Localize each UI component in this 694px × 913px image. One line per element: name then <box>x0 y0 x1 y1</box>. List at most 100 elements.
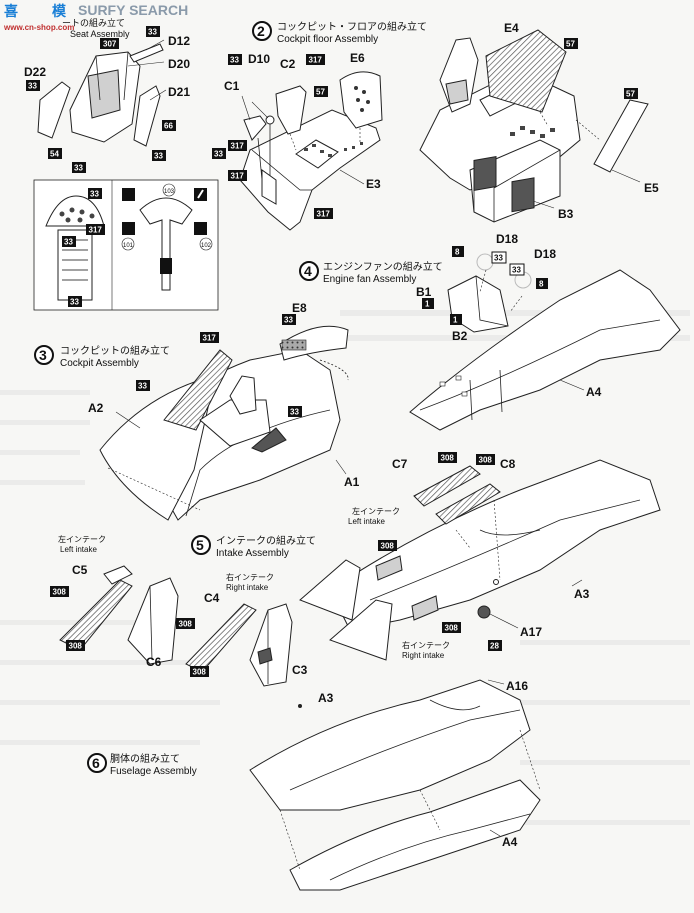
part-label-d22: D22 <box>24 65 46 79</box>
step-title-en: Engine fan Assembly <box>323 274 416 285</box>
part-label-d18-b: D18 <box>534 247 556 261</box>
step-number: 4 <box>304 263 312 279</box>
upper-fuselage-a3 <box>329 459 661 631</box>
svg-text:308: 308 <box>179 620 193 629</box>
side-panel-e5 <box>593 99 649 173</box>
svg-text:308: 308 <box>479 456 493 465</box>
lower-fuselage-a4 <box>409 269 681 431</box>
svg-text:33: 33 <box>28 82 37 91</box>
seat-side-d21 <box>133 85 161 147</box>
svg-text:308: 308 <box>441 454 455 463</box>
right-intake-title-jp: 右インテーク <box>226 572 274 582</box>
svg-text:33: 33 <box>214 150 223 159</box>
svg-text:317: 317 <box>231 142 245 151</box>
left-intake-attached <box>299 559 361 621</box>
svg-text:1: 1 <box>425 300 430 309</box>
seat-cushion <box>87 69 121 119</box>
step-title-jp: 胴体の組み立て <box>110 752 180 765</box>
step-number: 2 <box>257 23 265 39</box>
svg-text:33: 33 <box>154 152 163 161</box>
svg-text:★: ★ <box>125 224 135 236</box>
step-title-jp: ートの組み立て <box>62 17 125 29</box>
canopy-frame <box>163 349 233 431</box>
watermark-cn: 模 <box>52 3 67 19</box>
part-label-e5: E5 <box>644 181 659 195</box>
left-intake-c6 <box>127 577 179 665</box>
svg-text:317: 317 <box>317 210 331 219</box>
right-intake-label-jp: 右インテーク <box>402 640 450 650</box>
decal-102: 102 <box>201 243 212 249</box>
part-label-c2: C2 <box>280 57 296 71</box>
part-label-a16: A16 <box>506 679 528 693</box>
svg-text:33: 33 <box>74 164 83 173</box>
color-code-54: 54 <box>50 150 59 159</box>
part-label-d12: D12 <box>168 34 190 48</box>
part-label-e8: E8 <box>292 301 307 315</box>
part-label-d21: D21 <box>168 85 190 99</box>
watermark: 喜 模 SURFY SEARCH www.cn-shop.com <box>3 2 188 32</box>
part-label-d18-a: D18 <box>496 232 518 246</box>
part-label-e4: E4 <box>504 21 519 35</box>
right-intake-c3 <box>249 603 293 687</box>
watermark-url: www.cn-shop.com <box>3 23 74 32</box>
color-code-66: 66 <box>164 122 173 131</box>
engine-fan-d18-right <box>511 177 535 213</box>
part-label-c4: C4 <box>204 591 220 605</box>
instrument-hood-e6 <box>339 71 383 129</box>
step-number: 5 <box>196 537 204 553</box>
cockpit-tub-installed <box>199 399 271 447</box>
left-intake-label-jp: 左インテーク <box>352 506 400 516</box>
part-label-b3: B3 <box>558 207 574 221</box>
svg-text:33: 33 <box>64 238 73 247</box>
part-label-a3: A3 <box>318 691 334 705</box>
svg-text:33: 33 <box>284 316 293 325</box>
part-label-c6: C6 <box>146 655 162 669</box>
part-label-e3: E3 <box>366 177 381 191</box>
lower-fuselage-a4-final <box>289 779 541 891</box>
step-engine-fan-assembly: 4 エンジンファンの組み立て Engine fan Assembly D18 D… <box>299 155 681 431</box>
svg-text:33: 33 <box>494 254 503 263</box>
step-fuselage-assembly: 6 胴体の組み立て Fuselage Assembly A3 A16 A4 <box>87 679 541 891</box>
instrument-panel <box>45 195 105 227</box>
cockpit-tub-subassembly: E4 E5 B3 57 57 <box>419 21 659 223</box>
part-label-b2: B2 <box>452 329 468 343</box>
part-label-a3: A3 <box>574 587 590 601</box>
seat-part-d12 <box>129 43 164 63</box>
watermark-cjk: 喜 <box>4 3 18 19</box>
decal-inset-panel: 33 317 33 33 ★ ★ ★ 103 101 102 <box>33 179 219 311</box>
step-number: 3 <box>39 347 47 363</box>
svg-text:8: 8 <box>455 248 460 257</box>
step-title-jp: エンジンファンの組み立て <box>323 260 443 273</box>
panel-c8 <box>435 483 501 525</box>
part-label-a17: A17 <box>520 625 542 639</box>
ejection-seat-silhouette <box>139 197 193 291</box>
svg-text:33: 33 <box>148 28 157 37</box>
svg-text:★: ★ <box>197 224 207 236</box>
svg-text:33: 33 <box>90 190 99 199</box>
step-title-en: Fuselage Assembly <box>110 766 197 777</box>
color-code-28: 28 <box>490 642 499 651</box>
svg-text:308: 308 <box>193 668 207 677</box>
svg-text:308: 308 <box>69 642 83 651</box>
left-intake-c5 <box>59 579 133 651</box>
part-label-a1: A1 <box>344 475 360 489</box>
color-code-307: 307 <box>103 40 117 49</box>
right-intake-c4 <box>185 603 257 673</box>
panel-c7 <box>413 465 481 507</box>
part-label-a4: A4 <box>502 835 518 849</box>
right-intake-attached <box>329 599 393 661</box>
decal-103: 103 <box>164 189 175 195</box>
step-title-en: Intake Assembly <box>216 548 289 559</box>
watermark-brand: SURFY SEARCH <box>78 2 188 18</box>
part-label-e6: E6 <box>350 51 365 65</box>
seat-side-d22 <box>37 81 71 139</box>
svg-text:33: 33 <box>138 382 147 391</box>
rear-bulkhead-c2 <box>275 85 307 135</box>
part-label-c5: C5 <box>72 563 88 577</box>
right-intake-label-en: Right intake <box>402 651 445 660</box>
step-number: 6 <box>92 755 100 771</box>
svg-text:57: 57 <box>626 90 635 99</box>
svg-text:8: 8 <box>539 280 544 289</box>
part-label-c3: C3 <box>292 663 308 677</box>
